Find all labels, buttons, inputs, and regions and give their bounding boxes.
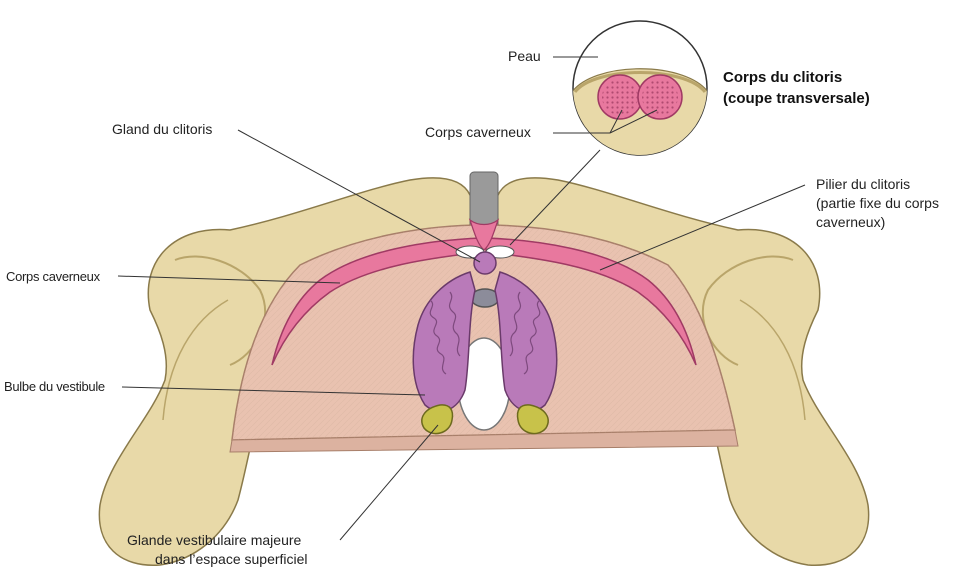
glans-clitoris [473,251,497,275]
label-bulbe: Bulbe du vestibule [4,379,105,394]
inset-title-line1: Corps du clitoris [723,69,843,86]
label-corps-caverneux-left: Corps caverneux [6,269,100,284]
label-pilier-line3: caverneux) [816,214,886,230]
label-corps-caverneux-inset: Corps caverneux [425,124,531,140]
greater-vestibular-glands [421,404,549,435]
inset-title-line2: (coupe transversale) [723,90,870,107]
vestibular-bulbs [412,271,558,412]
inset-cross-section [572,20,708,156]
label-glande-line1: Glande vestibulaire majeure [127,532,302,548]
label-gland: Gland du clitoris [112,121,213,137]
label-pilier-line1: Pilier du clitoris [816,176,911,192]
leader-lines [117,56,806,541]
label-glande-line2: dans l’espace superficiel [155,551,308,567]
label-pilier-line2: (partie fixe du corps [816,195,939,211]
label-peau: Peau [508,48,541,64]
